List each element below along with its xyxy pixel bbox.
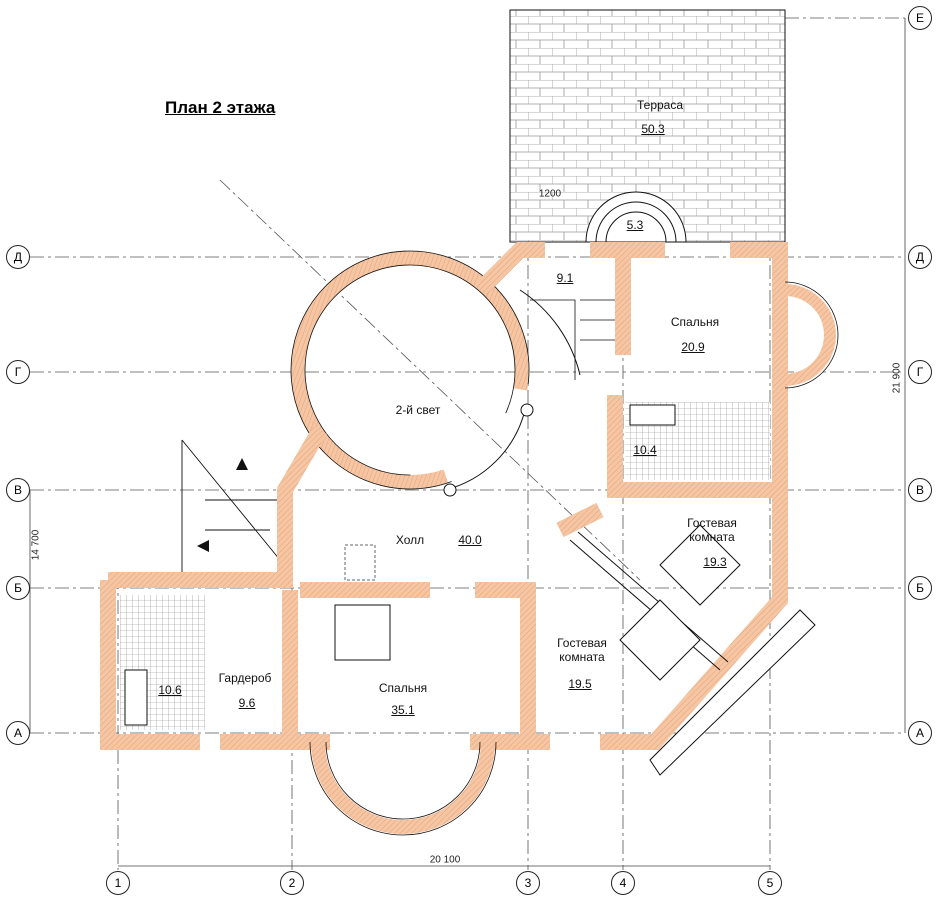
hall-area: 40.0 xyxy=(458,533,482,547)
axis-col-5: 5 xyxy=(758,871,782,895)
bedroom-s-name: Спальня xyxy=(378,681,428,695)
bedroom-ne-name: Спальня xyxy=(670,315,720,329)
axis-col-4: 4 xyxy=(611,871,635,895)
axis-row-a-right: А xyxy=(908,721,932,745)
bedroom-ne-area: 20.9 xyxy=(681,340,705,354)
axis-col-3: 3 xyxy=(516,871,540,895)
wardrobe-name: Гардероб xyxy=(218,671,272,685)
walls xyxy=(100,242,788,750)
axis-row-g-left: Г xyxy=(6,360,30,384)
balcony-area: 5.3 xyxy=(626,218,644,232)
terrace-name: Терраса xyxy=(636,98,684,112)
axis-row-v-left: В xyxy=(6,478,30,502)
axis-col-1: 1 xyxy=(106,871,130,895)
arrows xyxy=(197,458,248,552)
axis-col-2: 2 xyxy=(280,871,304,895)
guest2-area: 19.5 xyxy=(568,677,592,691)
second-light-label: 2-й свет xyxy=(395,403,441,417)
plan-title: План 2 этажа xyxy=(165,98,276,117)
axis-row-g-right: Г xyxy=(908,360,932,384)
axis-row-b-right: Б xyxy=(908,576,932,600)
dim-total-height: 21 900 xyxy=(891,362,903,394)
dim-total-width: 20 100 xyxy=(429,854,461,866)
guest1-name: Гостевая комната xyxy=(687,516,737,544)
axis-row-e: Е xyxy=(908,6,932,30)
bath-west-area: 10.6 xyxy=(158,683,182,697)
stair-area: 9.1 xyxy=(556,271,574,285)
axis-row-v-right: В xyxy=(908,478,932,502)
terrace-area: 50.3 xyxy=(641,122,665,136)
bedroom-s-area: 35.1 xyxy=(391,703,415,717)
hall-name: Холл xyxy=(395,533,425,547)
guest2-name: Гостевая комната xyxy=(557,636,607,664)
axis-row-b-left: Б xyxy=(6,576,30,600)
wardrobe-area: 9.6 xyxy=(238,696,256,710)
dim-stair-width: 1200 xyxy=(538,188,562,200)
axis-row-d-right: Д xyxy=(908,245,932,269)
bath-east-area: 10.4 xyxy=(633,443,657,457)
guest1-area: 19.3 xyxy=(703,555,727,569)
bed xyxy=(334,604,391,661)
dimension-lines xyxy=(29,18,906,867)
axis-row-a-left: А xyxy=(6,721,30,745)
axis-row-d-left: Д xyxy=(6,245,30,269)
dim-left-height: 14 700 xyxy=(30,529,42,561)
